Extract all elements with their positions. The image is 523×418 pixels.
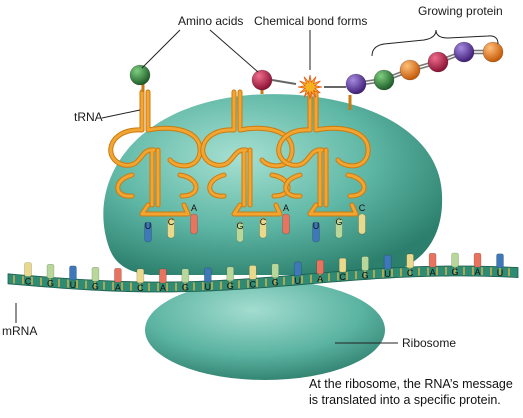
mrna-base-G	[46, 264, 55, 279]
mrna-base-letter: G	[272, 278, 279, 288]
anticodon-base-A	[282, 213, 290, 235]
mrna-base-letter: U	[70, 280, 77, 290]
mrna-base-A	[159, 268, 167, 284]
anticodon-base-U	[144, 221, 152, 243]
protein-amino-acid-purple	[345, 73, 367, 95]
trna-backbone	[277, 90, 370, 216]
mrna-base-letter: U	[384, 269, 391, 279]
mrna-base-A	[473, 252, 482, 268]
mrna-base-U	[204, 267, 212, 283]
mrna-base-G	[226, 266, 235, 282]
mrna-base-letter: G	[362, 271, 369, 281]
mrna-base-letter: G	[92, 281, 99, 291]
anticodon-base-C	[167, 217, 175, 239]
protein-amino-acid-red	[427, 51, 449, 73]
anticodon-letter: C	[260, 217, 267, 227]
caption-line-2: is translated into a specific protein.	[309, 393, 501, 407]
mrna-base-C	[338, 257, 347, 273]
anticodon-base-C	[259, 217, 267, 239]
bond-line	[271, 79, 297, 85]
protein-amino-acid-orange	[482, 41, 504, 63]
leader-growing-protein	[371, 29, 499, 57]
bond-spark-icon	[297, 74, 323, 100]
caption-line-1: At the ribosome, the RNA’s message	[309, 377, 513, 391]
mrna-base-G	[361, 256, 369, 271]
mrna-base-letter: U	[205, 282, 212, 292]
anticodon-letter: U	[145, 221, 152, 231]
anticodon-base-G	[236, 221, 244, 243]
mrna-base-G	[271, 263, 280, 279]
mrna-base-letter: A	[430, 267, 436, 277]
protein-amino-acid-orange	[399, 59, 421, 81]
anticodon-letter: G	[335, 217, 342, 227]
ribosome-large-subunit	[145, 280, 385, 380]
mrna-base-U	[69, 265, 77, 281]
label-ribosome: Ribosome	[402, 336, 457, 350]
mrna-base-letter: C	[250, 279, 257, 289]
label-chemical-bond: Chemical bond forms	[254, 14, 368, 28]
mrna-base-G	[451, 252, 459, 268]
amino-acid-red	[251, 69, 273, 91]
mrna-base-letter: C	[137, 283, 144, 293]
anticodon-letter: G	[236, 221, 243, 231]
mrna-base-letter: U	[294, 276, 301, 286]
mrna-base-letter: G	[452, 267, 459, 277]
mrna-base-G	[91, 266, 100, 282]
leader-amino-acids	[141, 29, 259, 73]
ribosome-small-subunit	[103, 94, 443, 275]
mrna-base-C	[136, 268, 145, 284]
mrna-base-A	[114, 267, 122, 283]
anticodon-letter: C	[168, 217, 175, 227]
anticodon-base-C	[358, 213, 366, 235]
anticodon-letter: A	[283, 203, 289, 213]
mrna-base-letter: G	[47, 278, 54, 288]
mrna-base-U	[383, 254, 392, 270]
caption: At the ribosome, the RNA’s message is tr…	[309, 376, 523, 408]
label-trna: tRNA	[74, 110, 103, 124]
mrna-base-A	[316, 259, 324, 275]
anticodon-base-U	[312, 221, 320, 243]
mrna-base-C	[406, 253, 414, 269]
anticodon-letter: C	[359, 203, 366, 213]
trna-molecule: U C A	[108, 89, 203, 243]
anticodon-base-A	[190, 213, 198, 235]
mrna-base-A	[428, 252, 437, 268]
protein-amino-acid-purple	[453, 41, 475, 63]
anticodon-letter: A	[191, 203, 197, 213]
mrna-base-letter: A	[160, 283, 166, 293]
trna-molecule: U G C	[276, 89, 371, 243]
mrna-base-U	[496, 253, 504, 269]
mrna-base-letter: C	[407, 268, 414, 278]
leader-trna	[101, 109, 141, 119]
mrna-base-U	[293, 261, 302, 277]
protein-amino-acid-green	[373, 69, 395, 91]
trna-backbone	[109, 90, 202, 216]
mrna-base-C	[24, 262, 32, 277]
mrna-base-letter: A	[115, 282, 121, 292]
label-mrna: mRNA	[2, 324, 38, 338]
mrna-base-letter: A	[317, 274, 323, 284]
amino-acid-green	[129, 64, 151, 86]
mrna-base-G	[181, 268, 190, 283]
anticodon-base-G	[335, 217, 343, 239]
label-growing-protein: Growing protein	[418, 4, 503, 18]
label-amino-acids: Amino acids	[178, 14, 244, 28]
mrna-base-letter: C	[339, 272, 346, 282]
mrna-strand	[7, 265, 519, 293]
anticodon-letter: U	[313, 221, 320, 231]
mrna-base-C	[248, 265, 257, 280]
mrna-base-letter: A	[475, 267, 481, 277]
mrna-base-letter: C	[25, 277, 32, 287]
mrna-base-letter: G	[182, 283, 189, 293]
mrna-base-letter: U	[497, 268, 504, 278]
mrna-base-letter: G	[227, 281, 234, 291]
